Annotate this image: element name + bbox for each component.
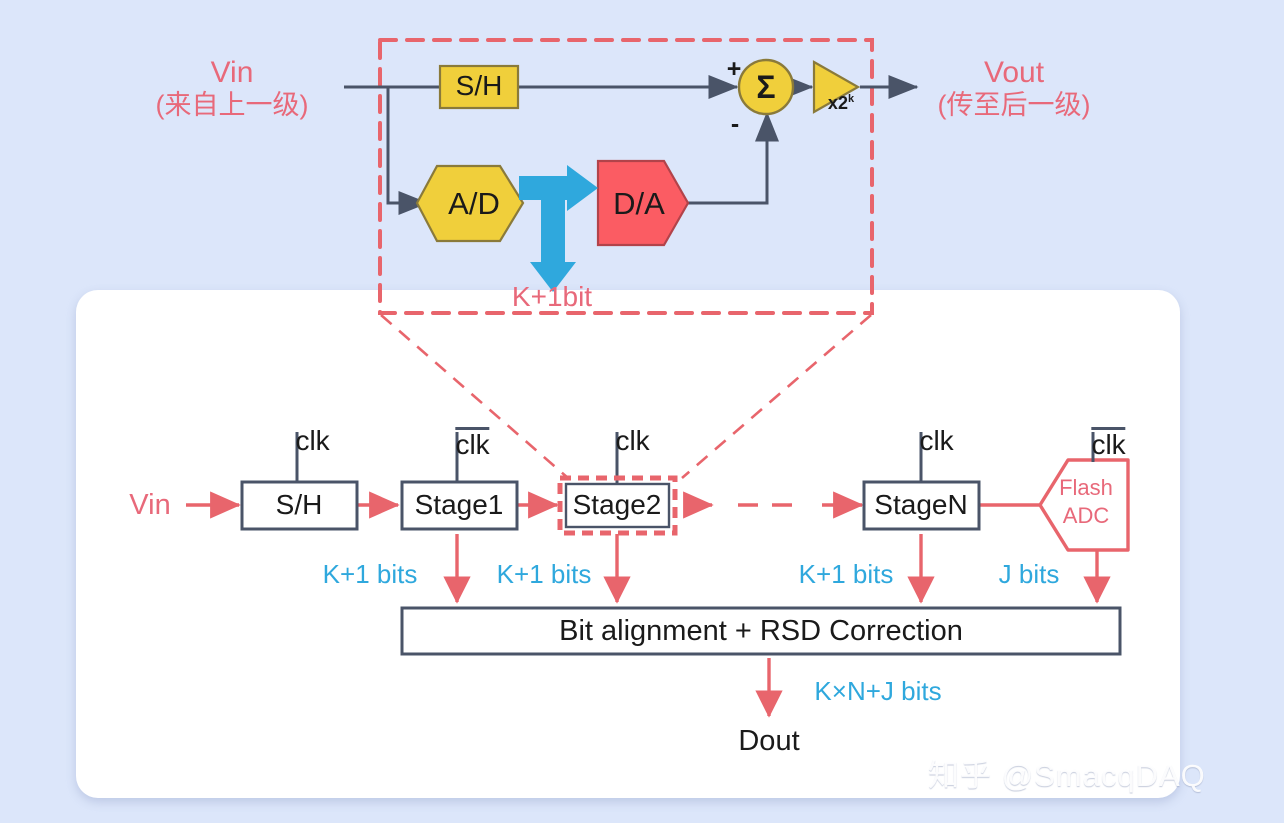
flash-adc-label-line2: ADC xyxy=(1062,503,1110,528)
clk-label-sh: clk xyxy=(264,399,329,483)
clk-text-bar: clk xyxy=(1091,427,1126,460)
da-detail-shape xyxy=(596,159,690,247)
ad-detail-shape xyxy=(415,164,525,243)
summer-plus-label: + xyxy=(726,55,742,83)
sh-detail-label: S/H xyxy=(455,70,503,101)
block-stage2-inner-shape xyxy=(564,482,671,529)
bit-label-stage-sh: K+1 bits xyxy=(322,559,418,589)
block-sh-shape xyxy=(240,480,359,531)
bit-label-stage1: K+1 bits xyxy=(496,559,592,589)
digital-bus-arrow xyxy=(519,165,598,292)
detail-vin-label: Vin xyxy=(210,56,254,89)
pipeline-vin-label: Vin xyxy=(129,489,171,521)
block-stage1-shape xyxy=(400,480,519,531)
clk-label-stage1: clk xyxy=(424,399,490,487)
clk-text-bar: clk xyxy=(455,427,490,460)
block-stage2-highlight-shape xyxy=(557,475,678,536)
top-branch-to-ad xyxy=(386,87,429,215)
da-detail-label: D/A xyxy=(613,186,665,221)
digital-bus-label: K+1bit xyxy=(511,281,593,312)
pipeline-block-label-sh: S/H xyxy=(275,489,323,520)
output-bits-label: K×N+J bits xyxy=(814,676,942,706)
zoom-connector-right xyxy=(681,314,872,479)
clk-text: clk xyxy=(919,425,954,456)
clk-text: clk xyxy=(615,425,650,456)
detail-dashed-boundary xyxy=(378,38,874,315)
summer-minus-label: - xyxy=(730,110,740,138)
sh-detail-shape xyxy=(438,64,520,110)
bit-label-stageN: K+1 bits xyxy=(798,559,894,589)
clk-text: clk xyxy=(295,425,330,456)
watermark-text: 知乎 @SmacqDAQ xyxy=(928,758,1206,793)
block-stageN-shape xyxy=(862,480,981,531)
correction-block-shape xyxy=(400,606,1122,656)
dout-label: Dout xyxy=(738,725,800,757)
flash-adc-label-line1: Flash xyxy=(1059,475,1113,500)
bit-label-flash: J bits xyxy=(998,559,1060,589)
gain-exponent-text: k xyxy=(847,93,855,105)
gain-amplifier-shape xyxy=(812,60,861,114)
clk-label-flash: clk xyxy=(1060,399,1126,487)
detail-vout-sub-label: (传至后一级) xyxy=(937,90,1091,120)
ad-detail-label: A/D xyxy=(448,186,500,221)
correction-block-label: Bit alignment + RSD Correction xyxy=(559,615,963,647)
detail-vin-sub-label: (来自上一级) xyxy=(155,90,309,120)
pipeline-block-label-stage1: Stage1 xyxy=(414,489,504,520)
da-feedback-line xyxy=(683,111,779,205)
zoom-connector-left xyxy=(380,314,569,479)
pipeline-block-label-stage2: Stage2 xyxy=(572,489,662,520)
gain-base-text: x2 xyxy=(827,93,848,113)
pipeline-block-label-stageN: StageN xyxy=(874,489,968,520)
summer-shape xyxy=(737,58,795,116)
flash-adc-shape xyxy=(1038,458,1130,552)
clk-label-stageN: clk xyxy=(888,399,953,483)
clk-label-stage2: clk xyxy=(584,399,649,483)
gain-amplifier-label: x2k xyxy=(808,76,854,130)
summer-sigma-label: Σ xyxy=(756,69,776,105)
detail-vout-label: Vout xyxy=(983,56,1045,89)
pipeline-panel xyxy=(76,290,1180,798)
